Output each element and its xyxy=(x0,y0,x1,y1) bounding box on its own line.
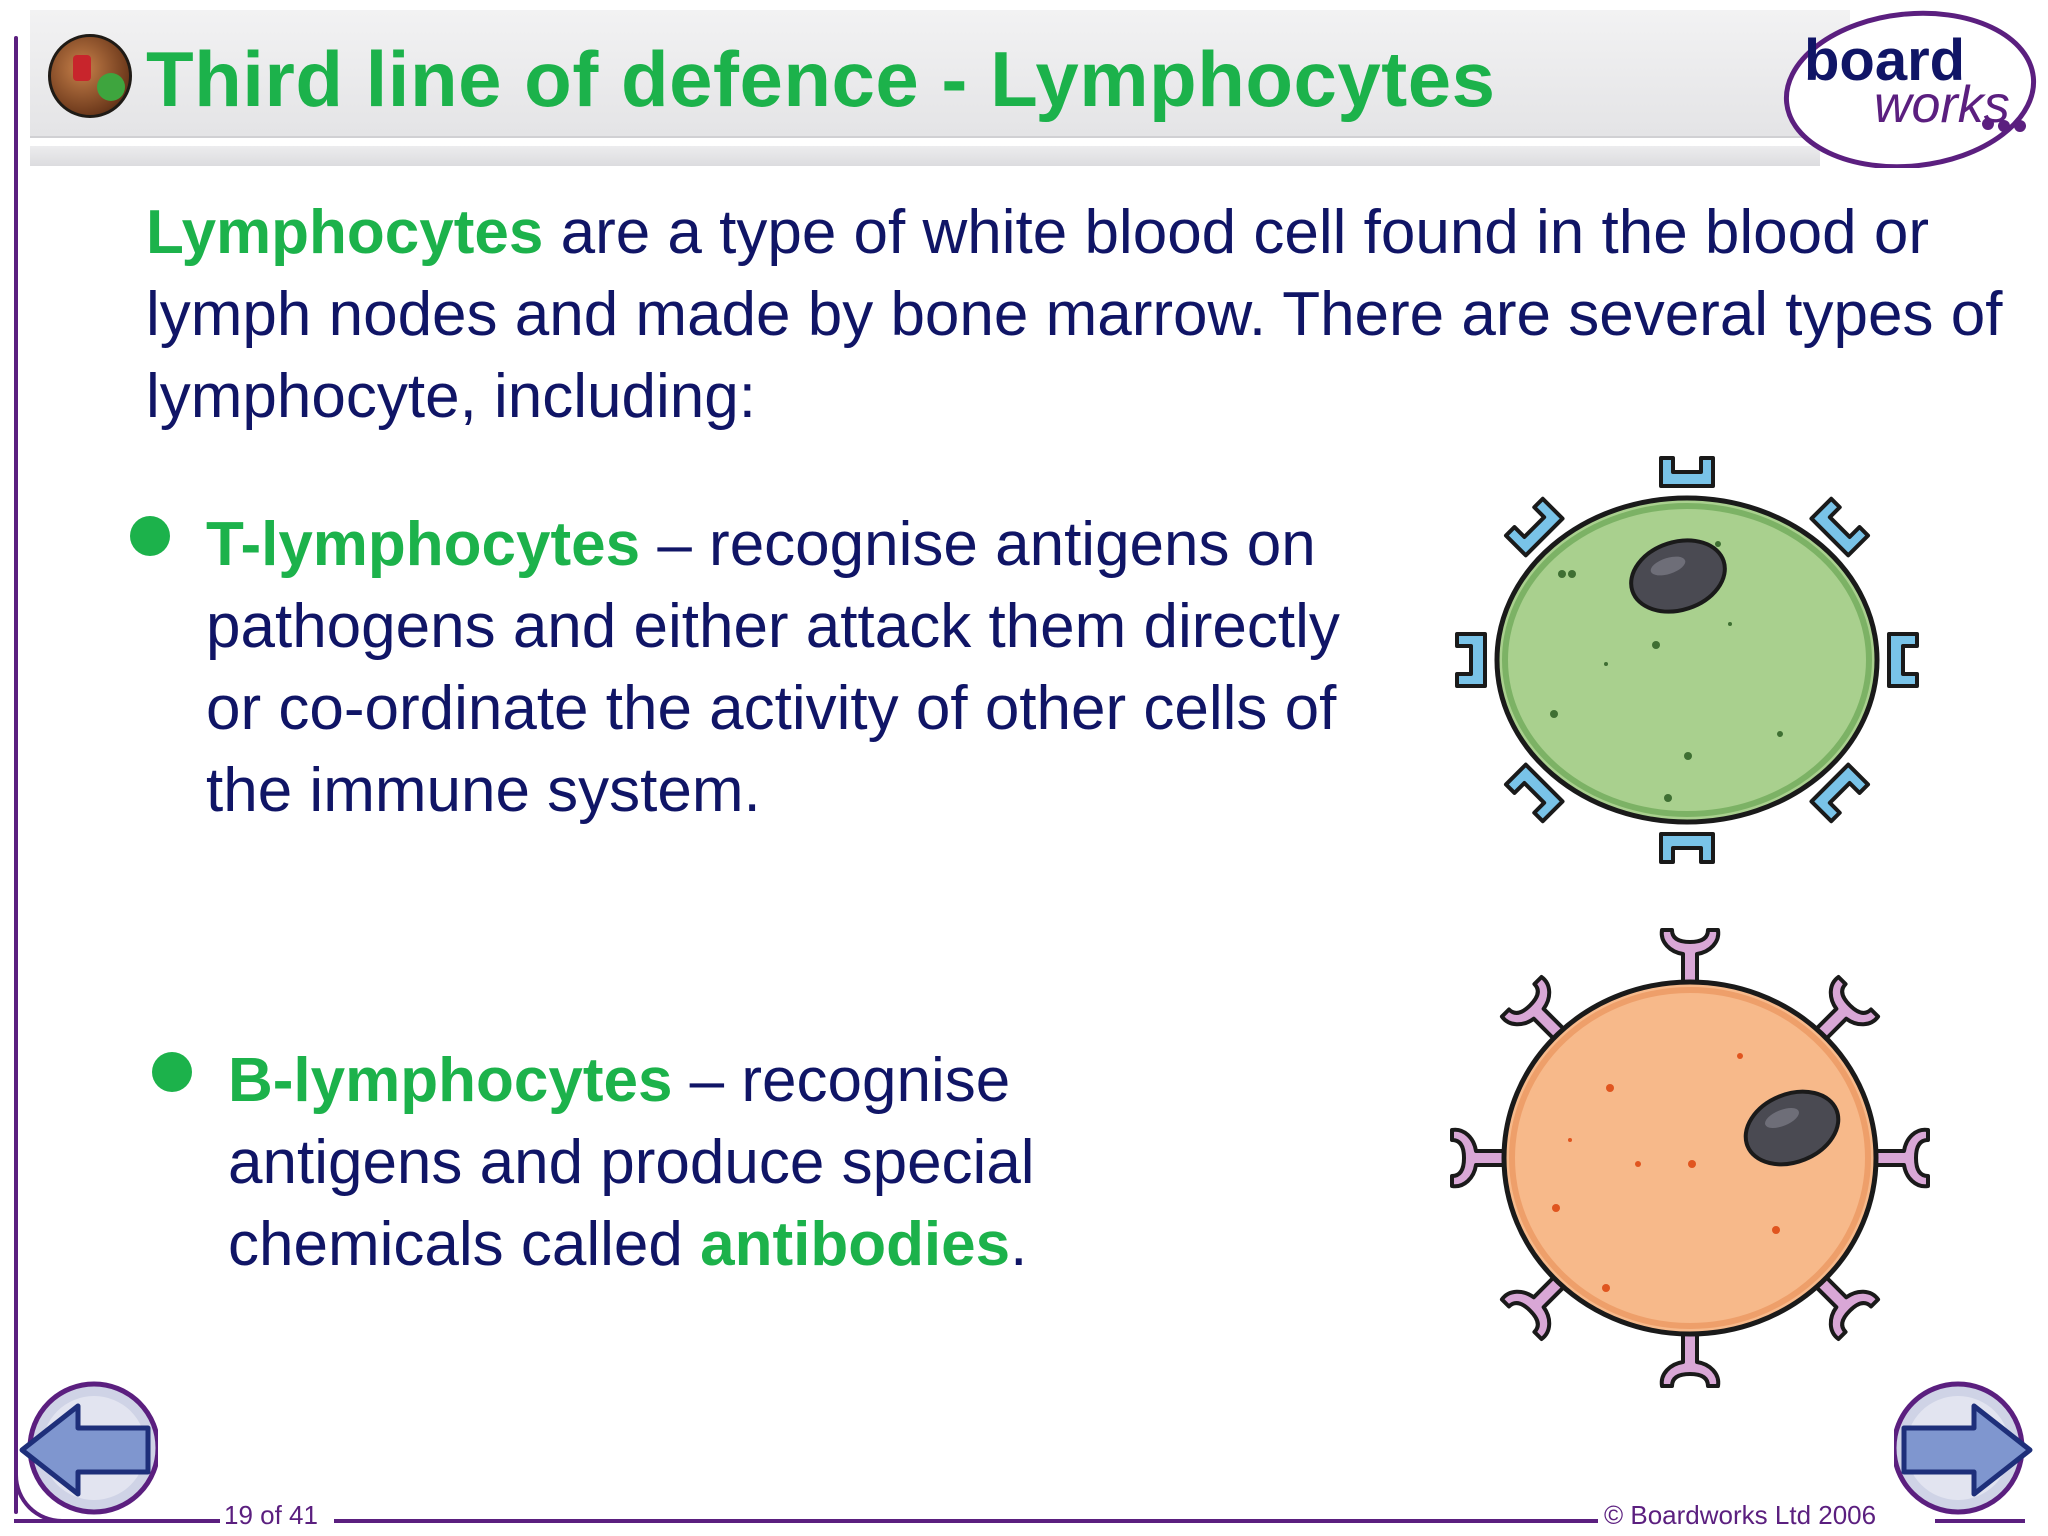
frame-bottom-rule xyxy=(1935,1519,2025,1523)
t-lymphocyte-illustration xyxy=(1455,456,1919,864)
t-cell-receptor xyxy=(1809,496,1871,558)
t-cell-receptor xyxy=(1659,832,1715,864)
bullet-punctuation: . xyxy=(1010,1210,1028,1279)
frame-bottom-rule xyxy=(334,1519,1598,1523)
b-cell-antibody xyxy=(1450,1127,1506,1189)
previous-slide-button[interactable] xyxy=(8,1378,158,1518)
next-slide-button[interactable] xyxy=(1894,1378,2044,1518)
b-lymphocyte-illustration xyxy=(1450,928,1930,1388)
t-cell-receptor xyxy=(1503,762,1565,824)
antibodies-term: antibodies xyxy=(700,1210,1011,1279)
bullet-b-lymphocytes: B-lymphocytes – recognise antigens and p… xyxy=(228,1040,1128,1286)
bullet-term: T-lymphocytes xyxy=(206,510,641,579)
b-cell-antibody xyxy=(1814,974,1881,1041)
t-cell-receptor xyxy=(1659,456,1715,488)
frame-bottom-rule xyxy=(14,1519,220,1523)
title-underbar xyxy=(30,146,1820,166)
page-title: Third line of defence - Lymphocytes xyxy=(146,35,1496,123)
t-cell-receptor xyxy=(1809,762,1871,824)
bullet-description: – recognise antigens on pathogens and ei… xyxy=(206,510,1340,825)
arrow-left-icon xyxy=(19,1403,151,1497)
b-cell-antibody xyxy=(1659,1332,1721,1388)
intro-term: Lymphocytes xyxy=(146,198,544,267)
bullet-description: – recognise antigens and produce special… xyxy=(228,1046,1035,1279)
title-bar xyxy=(30,10,1850,138)
bullet-dot xyxy=(130,516,170,556)
t-cell-receptor xyxy=(1503,496,1565,558)
b-cell-antibody xyxy=(1814,1275,1881,1342)
bullet-dot xyxy=(152,1052,192,1092)
bullet-term: B-lymphocytes xyxy=(228,1046,673,1115)
arrow-right-icon xyxy=(1901,1403,2033,1497)
frame-left-rule xyxy=(14,36,18,1514)
b-cell-antibody xyxy=(1499,974,1566,1041)
intro-paragraph: Lymphocytes are a type of white blood ce… xyxy=(146,192,2006,438)
bullet-t-lymphocytes: T-lymphocytes – recognise antigens on pa… xyxy=(206,504,1386,832)
b-cell-antibody xyxy=(1659,928,1721,984)
svg-text:board: board xyxy=(1804,28,1965,93)
b-cell-antibody xyxy=(1874,1127,1930,1189)
copyright-notice: © Boardworks Ltd 2006 xyxy=(1604,1500,1877,1530)
t-cell-receptor xyxy=(1455,632,1487,688)
b-cell-antibody xyxy=(1499,1275,1566,1342)
intro-text: are a type of white blood cell found in … xyxy=(146,198,2003,431)
topic-emblem-icon xyxy=(48,34,132,118)
boardworks-logo: board works xyxy=(1783,10,2037,168)
t-cell-receptor xyxy=(1887,632,1919,688)
page-counter: 19 of 41 xyxy=(224,1500,318,1530)
